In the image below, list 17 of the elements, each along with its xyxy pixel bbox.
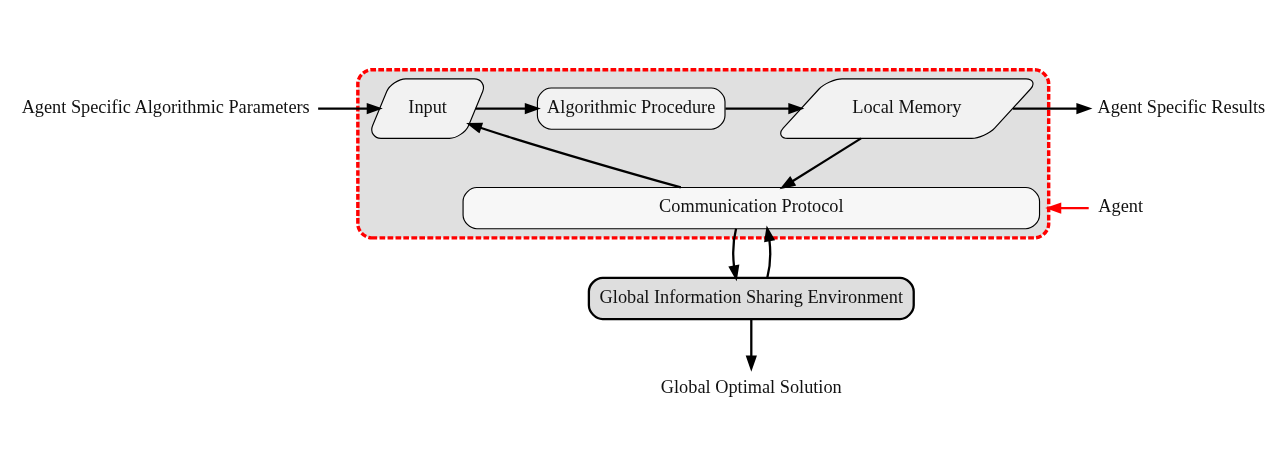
arrow	[745, 318, 757, 372]
node-text: Global Optimal Solution	[660, 376, 842, 397]
arrow	[725, 102, 805, 114]
arrow	[779, 136, 862, 189]
node-box: Communication Protocol	[462, 186, 1041, 229]
arrow	[466, 122, 682, 189]
arrow	[318, 102, 383, 114]
node-box: Algorithmic Procedure	[536, 86, 726, 130]
arrow	[764, 224, 776, 278]
node-text: Agent Specific Algorithmic Parameters	[21, 96, 310, 117]
arrow	[475, 102, 541, 114]
node-box: Global Information Sharing Environment	[587, 276, 915, 320]
arrow	[1013, 102, 1093, 114]
arrow	[1045, 202, 1089, 214]
node-text: Agent Specific Results	[1097, 96, 1266, 117]
node-text: Agent	[1098, 195, 1144, 216]
arrow	[728, 228, 740, 281]
